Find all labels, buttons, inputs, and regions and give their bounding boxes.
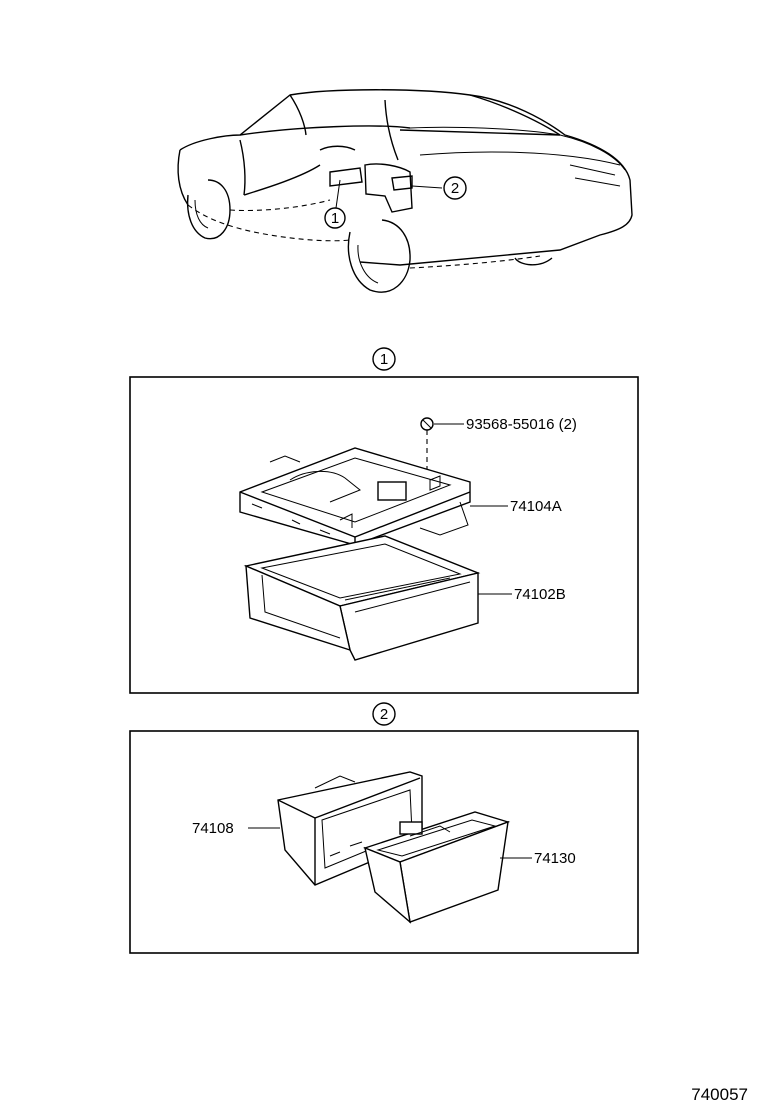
section1-marker-circle bbox=[372, 347, 396, 371]
ash-drawer-drawing bbox=[243, 535, 481, 661]
car-illustration bbox=[177, 89, 633, 293]
part-label-drawer: 74102B bbox=[514, 586, 566, 603]
car-callout-1: 1 bbox=[331, 210, 339, 227]
section2-marker: 2 bbox=[380, 706, 388, 723]
car-callout-2: 2 bbox=[451, 180, 459, 197]
part-label-tray: 74130 bbox=[534, 850, 576, 867]
section2-marker-circle bbox=[372, 702, 396, 726]
section2-panel bbox=[129, 730, 639, 954]
screw-icon bbox=[420, 417, 464, 480]
rear-ashtray-tray-drawing bbox=[362, 811, 511, 924]
frame-bracket-drawing bbox=[239, 447, 471, 560]
figure-code: 740057 bbox=[691, 1085, 748, 1104]
rear-ashtray-housing-drawing bbox=[277, 771, 423, 886]
part-label-screw: 93568-55016 (2) bbox=[466, 416, 577, 433]
section1-panel bbox=[129, 376, 639, 694]
section1-marker: 1 bbox=[380, 351, 388, 368]
part-label-housing: 74108 bbox=[192, 820, 234, 837]
part-label-frame: 74104A bbox=[510, 498, 562, 515]
